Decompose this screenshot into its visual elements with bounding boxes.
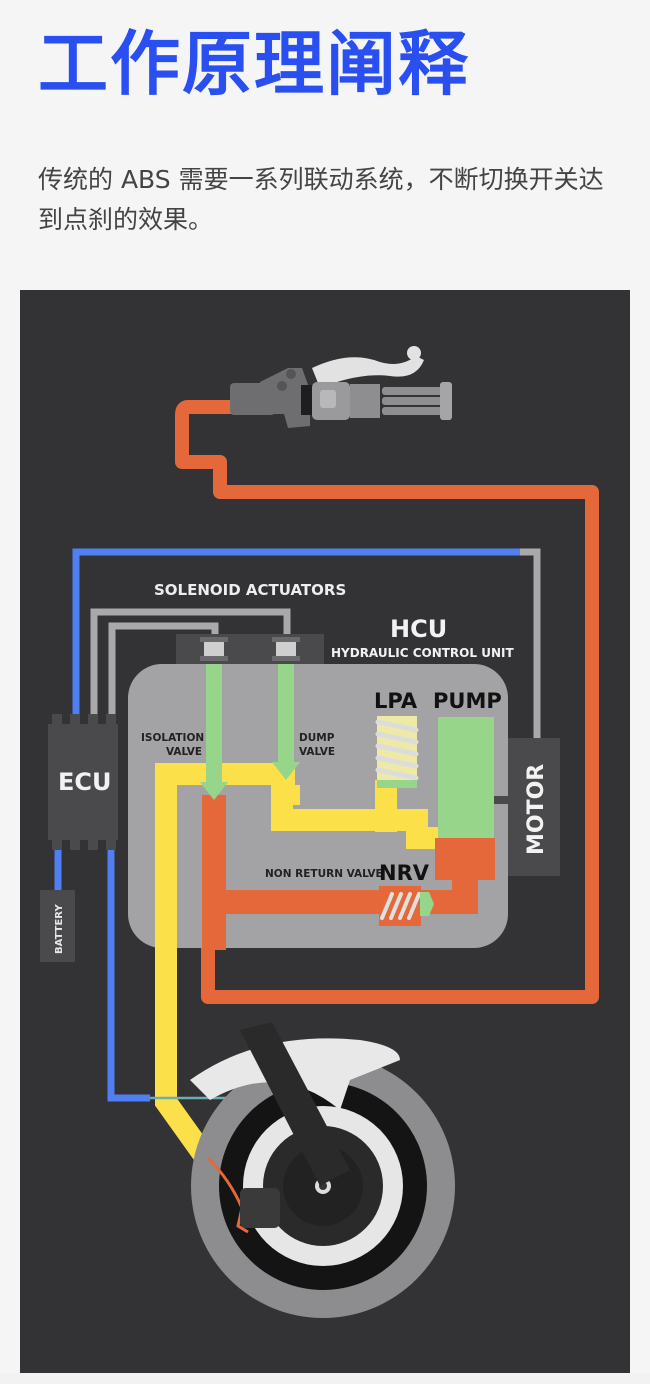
page-description: 传统的 ABS 需要一系列联动系统，不断切换开关达到点刹的效果。 xyxy=(38,165,604,234)
dump-valve xyxy=(272,664,300,780)
label-isolation-valve-1: ISOLATION xyxy=(141,732,204,744)
control-wire-motor xyxy=(520,548,541,738)
abs-diagram-panel: SOLENOID ACTUATORS HCU HYDRAULIC CONTROL… xyxy=(20,290,630,1373)
nrv-valve xyxy=(379,886,434,926)
label-dump-valve-1: DUMP xyxy=(299,732,335,744)
pump xyxy=(438,717,494,838)
isolation-valve xyxy=(200,664,228,800)
pump-outlet-down xyxy=(452,875,478,914)
label-lpa: LPA xyxy=(374,689,418,713)
bottom-strip xyxy=(0,1373,650,1384)
label-pump: PUMP xyxy=(433,689,502,713)
pump-outlet xyxy=(435,838,495,880)
brake-caliper xyxy=(240,1188,280,1228)
brake-line-wheel-vertical xyxy=(202,795,226,950)
solenoid-dump xyxy=(272,637,300,661)
control-wire-isolation xyxy=(90,608,291,715)
lpa-spring xyxy=(375,716,419,788)
label-hcu: HCU xyxy=(390,615,447,643)
fork xyxy=(240,1022,350,1186)
signal-wire-motor xyxy=(72,548,520,715)
label-dump-valve-2: VALVE xyxy=(299,746,335,758)
label-isolation-valve-2: VALVE xyxy=(166,746,202,758)
front-wheel xyxy=(190,1022,455,1318)
yellow-lpa-feed xyxy=(375,780,397,832)
label-hcu-full: HYDRAULIC CONTROL UNIT xyxy=(331,646,514,660)
brake-lever-assembly xyxy=(230,346,452,428)
label-solenoid-actuators: SOLENOID ACTUATORS xyxy=(154,581,346,599)
brake-lever-icon xyxy=(312,356,424,388)
control-wire-dump xyxy=(108,622,219,715)
ecu xyxy=(48,724,118,840)
yellow-junction xyxy=(155,763,295,785)
label-motor: MOTOR xyxy=(524,764,549,855)
motor-shaft xyxy=(494,796,510,804)
ecu-pins-top xyxy=(52,714,116,724)
motor xyxy=(508,738,560,876)
label-non-return-valve: NON RETURN VALVE xyxy=(265,868,383,880)
solenoid-bar xyxy=(176,634,324,664)
ecu-pins-bottom xyxy=(52,840,116,850)
label-ecu: ECU xyxy=(58,768,112,796)
label-battery: BATTERY xyxy=(54,904,65,954)
battery xyxy=(40,890,75,962)
wheel-sensor-wire xyxy=(107,850,150,1102)
page-title: 工作原理阐释 xyxy=(38,23,470,105)
abs-diagram: SOLENOID ACTUATORS HCU HYDRAULIC CONTROL… xyxy=(40,346,599,1318)
header: 工作原理阐释 传统的 ABS 需要一系列联动系统，不断切换开关达到点刹的效果。 xyxy=(0,0,650,290)
label-nrv: NRV xyxy=(379,861,430,885)
brake-line-to-caliper xyxy=(155,1080,215,1165)
brake-line-master xyxy=(175,400,599,1004)
solenoid-isolation xyxy=(200,637,228,661)
yellow-stub xyxy=(282,785,300,805)
